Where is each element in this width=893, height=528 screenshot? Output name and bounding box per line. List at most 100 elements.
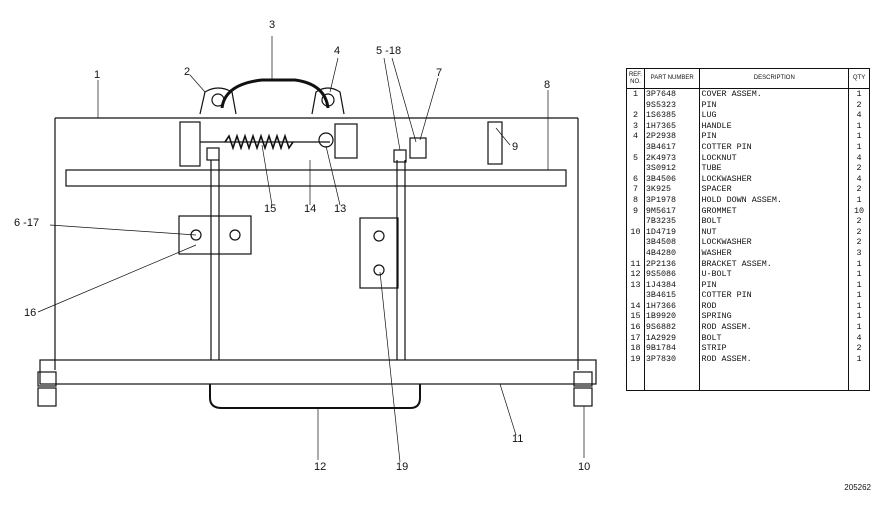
top-bracket-left [179,121,201,167]
part-number-cell: 3B4617 [643,141,701,153]
description-cell: COTTER PIN [699,290,850,301]
ref-cell: 6 [626,173,645,185]
drawing-number: 205262 [844,483,871,492]
part-number-cell: 1H7365 [643,120,701,132]
callout-12: 12 [314,461,326,473]
part-number-cell: 3P7830 [643,353,701,365]
ref-cell: 11 [626,258,645,270]
qty-cell: 2 [848,163,870,174]
nut-left [37,387,57,407]
strip-right-bolt-1 [373,230,385,242]
ref-cell [626,290,645,301]
ref-cell: 8 [626,194,645,206]
ref-cell [626,99,645,111]
callout-9: 9 [512,141,518,153]
description-cell: SPRING [699,311,850,323]
bolt-left [37,371,57,387]
hold-down-bar [65,169,567,187]
header-ref-no: REF. NO. [626,68,645,89]
description-cell: LOCKNUT [699,152,850,164]
description-cell: LOCKWASHER [699,173,850,185]
part-number-cell: 1H7366 [643,300,701,312]
strip-right [359,217,399,289]
spacer [409,137,427,159]
description-cell: BRACKET ASSEM. [699,258,850,270]
empty-cell [626,364,645,391]
empty-cell [643,364,701,391]
description-cell: ROD [699,300,850,312]
part-number-cell: 9B1784 [643,343,701,354]
description-cell: NUT [699,226,850,238]
part-number-cell: 9S5323 [643,99,701,111]
header-part-number: PART NUMBER [643,68,701,89]
part-number-cell: 1S6385 [643,110,701,121]
qty-cell: 1 [848,300,870,312]
callout-5-18: 5 -18 [376,45,401,57]
qty-cell: 4 [848,332,870,344]
table-filler-row [626,364,870,391]
ref-cell: 4 [626,131,645,142]
ref-cell [626,141,645,153]
part-number-cell: 2P2136 [643,258,701,270]
part-number-cell: 3B4506 [643,173,701,185]
qty-cell: 1 [848,120,870,132]
header-qty: QTY [848,68,870,89]
qty-cell: 2 [848,226,870,238]
ref-cell: 16 [626,322,645,333]
ref-cell: 13 [626,279,645,291]
description-cell: BOLT [699,216,850,227]
ref-cell: 19 [626,353,645,365]
part-number-cell: 1A2929 [643,332,701,344]
ref-cell: 10 [626,226,645,238]
lug-right [311,87,345,115]
description-cell: COVER ASSEM. [699,88,850,100]
part-number-cell: 3B4508 [643,237,701,248]
qty-cell: 1 [848,258,870,270]
part-number-cell: 9M5617 [643,205,701,217]
part-number-cell: 3S0912 [643,163,701,174]
top-bracket-right [487,121,503,165]
description-cell: U-BOLT [699,269,850,280]
nut-right [573,387,593,407]
locknut-left [206,147,220,161]
part-number-cell: 7B3235 [643,216,701,227]
callout-3: 3 [269,19,275,31]
qty-cell: 3 [848,247,870,259]
exploded-assembly-drawing: 1 2 3 4 5 -18 7 8 9 6 -17 16 15 14 13 12… [14,19,597,473]
callout-8: 8 [544,79,550,91]
part-number-cell: 3B4615 [643,290,701,301]
part-number-cell: 4B4280 [643,247,701,259]
pin-clevis [318,132,334,148]
qty-cell: 1 [848,141,870,153]
part-number-cell: 1B9920 [643,311,701,323]
qty-cell: 2 [848,99,870,111]
ref-cell: 1 [626,88,645,100]
description-cell: STRIP [699,343,850,354]
part-number-cell: 1J4384 [643,279,701,291]
description-cell: LOCKWASHER [699,237,850,248]
part-number-cell: 1D4719 [643,226,701,238]
callout-16: 16 [24,307,36,319]
bracket-assembly [39,359,597,385]
qty-cell: 4 [848,173,870,185]
strip-right-bolt-2 [373,264,385,276]
callout-15: 15 [264,203,276,215]
callout-4: 4 [334,45,340,57]
qty-cell: 1 [848,269,870,280]
qty-cell: 2 [848,216,870,227]
description-cell: ROD ASSEM. [699,322,850,333]
locknut-right [393,149,407,163]
part-number-cell: 3P7648 [643,88,701,100]
description-cell: PIN [699,279,850,291]
part-number-cell: 9S6882 [643,322,701,333]
